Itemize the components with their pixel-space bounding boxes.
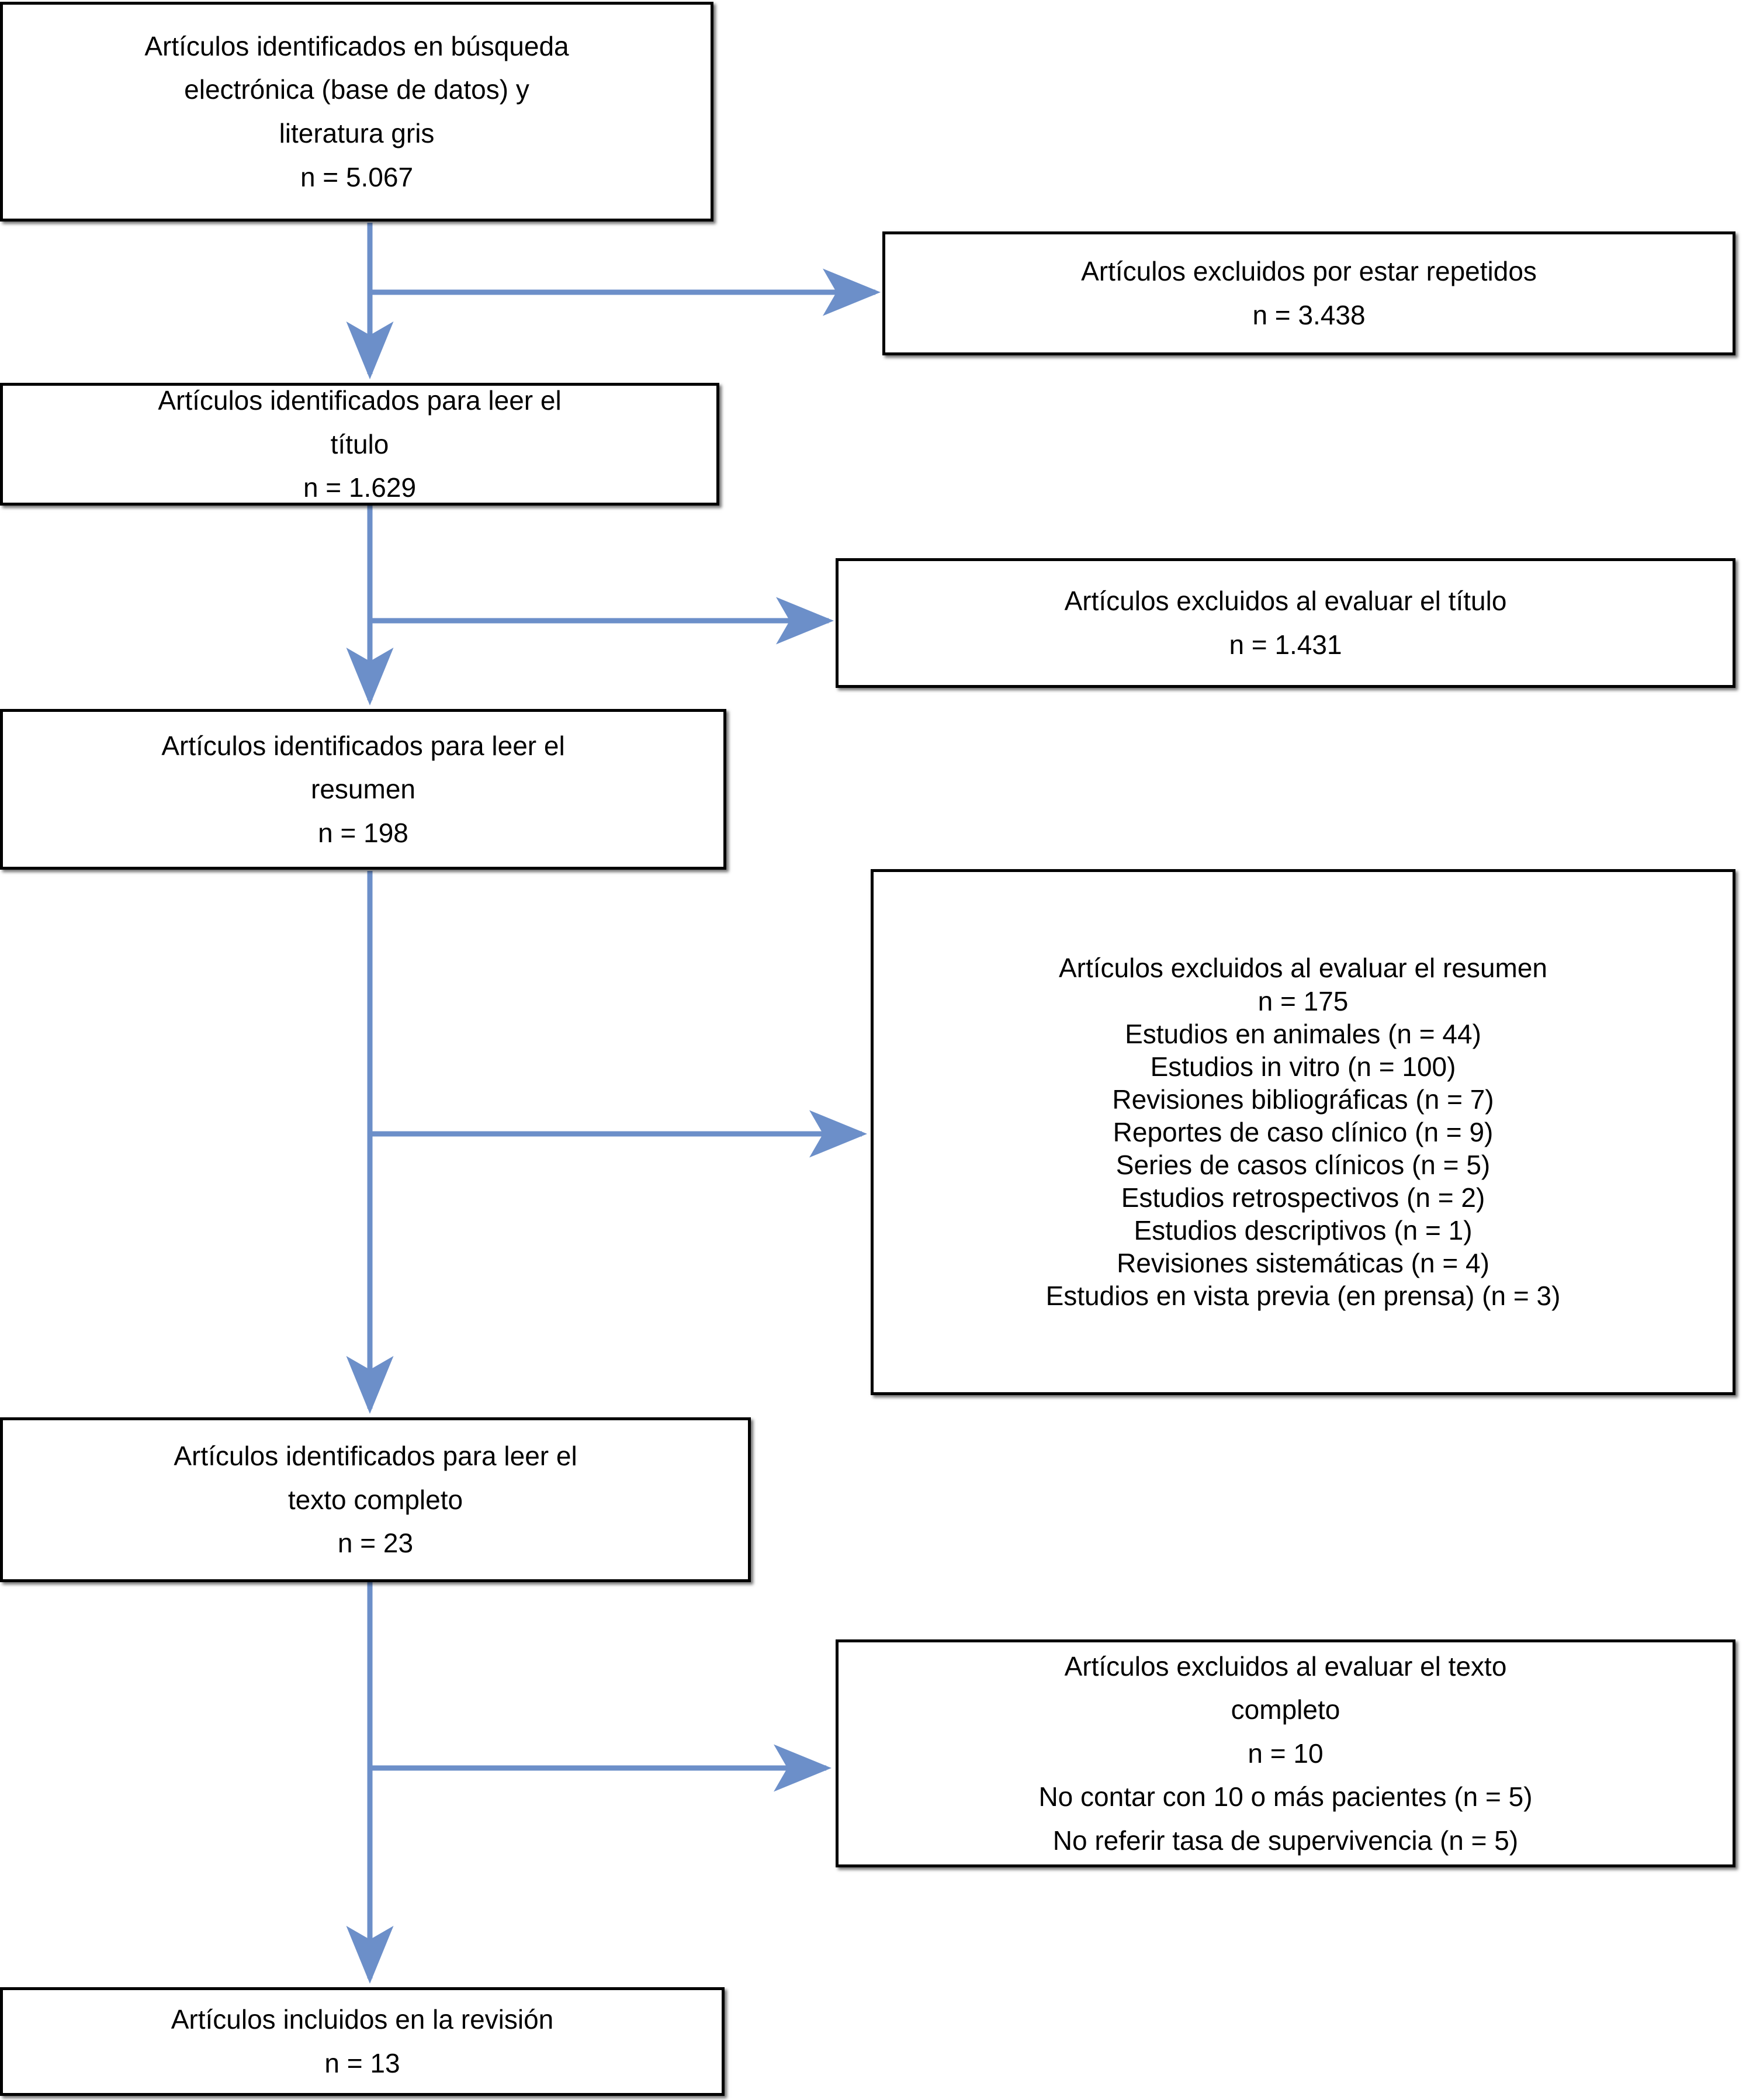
box-line: completo bbox=[1231, 1694, 1340, 1725]
box-line: electrónica (base de datos) y bbox=[184, 74, 529, 105]
box-count: n = 23 bbox=[337, 1528, 414, 1559]
box-count: n = 198 bbox=[318, 817, 408, 848]
box-count: n = 1.431 bbox=[1229, 629, 1342, 660]
exclusion-reason: Revisiones bibliográficas (n = 7) bbox=[1112, 1084, 1494, 1115]
box-articulos-incluidos-revision: Artículos incluidos en la revisión n = 1… bbox=[0, 1987, 725, 2096]
box-line: Artículos excluidos al evaluar el texto bbox=[1064, 1651, 1507, 1682]
box-line: literatura gris bbox=[279, 118, 435, 148]
box-line: título bbox=[330, 428, 389, 459]
box-line: resumen bbox=[311, 774, 415, 805]
box-count: n = 3.438 bbox=[1252, 300, 1366, 330]
box-line: Artículos excluidos por estar repetidos bbox=[1081, 256, 1537, 287]
box-line: Artículos identificados para leer el bbox=[158, 385, 562, 416]
box-articulos-identificados-busqueda: Artículos identificados en búsqueda elec… bbox=[0, 2, 713, 222]
exclusion-reason: Estudios en animales (n = 44) bbox=[1125, 1018, 1481, 1049]
box-line: texto completo bbox=[287, 1484, 463, 1515]
box-line: Artículos identificados para leer el bbox=[174, 1441, 577, 1472]
box-line: Artículos excluidos al evaluar el título bbox=[1064, 586, 1507, 617]
exclusion-reason: Estudios en vista previa (en prensa) (n … bbox=[1045, 1281, 1561, 1312]
box-count: n = 5.067 bbox=[300, 161, 414, 192]
box-count: n = 175 bbox=[1257, 985, 1349, 1016]
box-articulos-identificados-titulo: Artículos identificados para leer el tít… bbox=[0, 383, 719, 506]
box-articulos-excluidos-repetidos: Artículos excluidos por estar repetidos … bbox=[882, 231, 1735, 355]
exclusion-reason: Estudios retrospectivos (n = 2) bbox=[1121, 1182, 1485, 1213]
box-count: n = 10 bbox=[1248, 1738, 1324, 1769]
box-count: n = 1.629 bbox=[303, 472, 417, 503]
box-articulos-identificados-resumen: Artículos identificados para leer el res… bbox=[0, 709, 726, 870]
box-line: Artículos identificados para leer el bbox=[161, 730, 565, 761]
box-articulos-excluidos-texto-completo: Artículos excluidos al evaluar el texto … bbox=[836, 1639, 1735, 1867]
box-articulos-excluidos-titulo: Artículos excluidos al evaluar el título… bbox=[836, 558, 1735, 688]
box-articulos-identificados-texto-completo: Artículos identificados para leer el tex… bbox=[0, 1417, 751, 1582]
exclusion-reason: Revisiones sistemáticas (n = 4) bbox=[1117, 1248, 1489, 1279]
exclusion-reason: No contar con 10 o más pacientes (n = 5) bbox=[1038, 1781, 1533, 1812]
box-line: Artículos identificados en búsqueda bbox=[144, 30, 569, 61]
exclusion-reason: Estudios in vitro (n = 100) bbox=[1150, 1051, 1456, 1082]
exclusion-reason: Series de casos clínicos (n = 5) bbox=[1115, 1150, 1491, 1181]
box-line: Artículos incluidos en la revisión bbox=[171, 2004, 554, 2035]
box-articulos-excluidos-resumen: Artículos excluidos al evaluar el resume… bbox=[871, 869, 1735, 1395]
box-line: Artículos excluidos al evaluar el resume… bbox=[1058, 953, 1548, 984]
exclusion-reason: Reportes de caso clínico (n = 9) bbox=[1113, 1116, 1494, 1147]
exclusion-reason: Estudios descriptivos (n = 1) bbox=[1134, 1215, 1473, 1246]
box-count: n = 13 bbox=[324, 2048, 400, 2078]
exclusion-reason: No referir tasa de supervivencia (n = 5) bbox=[1052, 1825, 1519, 1856]
